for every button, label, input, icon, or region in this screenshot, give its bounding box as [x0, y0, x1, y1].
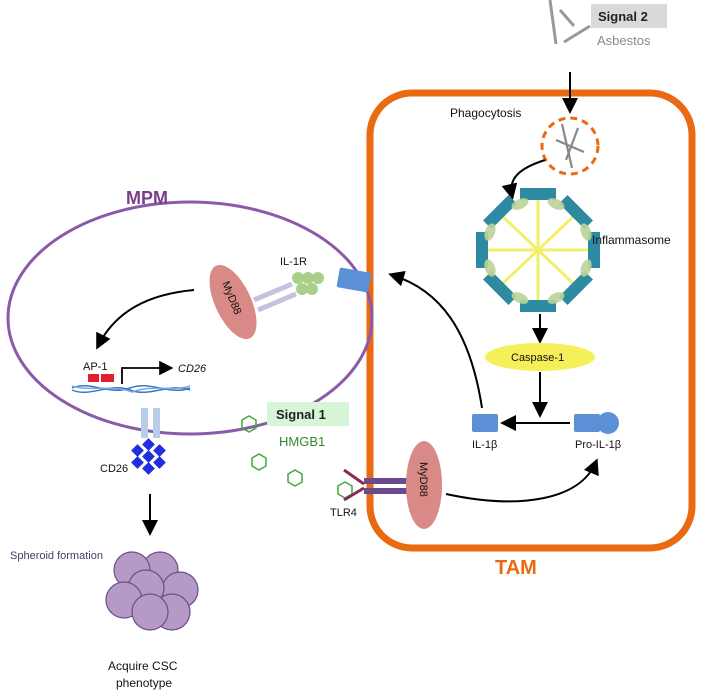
cd26-gene-label: CD26 — [178, 363, 207, 375]
mpm-title: MPM — [126, 188, 168, 208]
internalized-fibers-icon — [555, 123, 585, 169]
caspase1-oval — [485, 343, 595, 371]
signal2-title: Signal 2 — [598, 9, 648, 24]
asbestos-fibers-icon — [548, 0, 591, 45]
il1r-receptor-icon — [253, 272, 324, 313]
cd26-receptor-icon — [131, 408, 166, 475]
pro-il1b-block — [574, 414, 600, 432]
dna-helix-icon — [71, 384, 191, 394]
phagosome-to-inflammasome-arrow — [501, 159, 546, 200]
myd88-to-nucleus-arrow — [96, 289, 195, 350]
tlr4-receptor-icon — [343, 468, 412, 502]
myd88-tam-label: MyD88 — [417, 462, 429, 497]
spheroid-cluster-icon — [105, 551, 199, 631]
myd88-tam-oval — [406, 441, 442, 529]
transcription-arrow — [121, 360, 174, 384]
signal1-title: Signal 1 — [276, 407, 326, 422]
hmgb1-molecules-icon — [241, 415, 353, 499]
acquire-csc-line1: Acquire CSC — [108, 659, 178, 673]
phagocytosis-label: Phagocytosis — [450, 106, 521, 120]
inflammasome-complex-icon — [476, 188, 600, 312]
signal2-subtitle: Asbestos — [597, 33, 651, 48]
pro-il1b-label: Pro-IL-1β — [575, 439, 621, 451]
ap1-block-right — [101, 374, 114, 382]
signal1-subtitle: HMGB1 — [279, 434, 325, 449]
il1b-to-il1r-arrow — [388, 270, 483, 409]
il1b-label: IL-1β — [472, 439, 497, 451]
signal1-box — [267, 402, 349, 426]
signal2-box — [591, 4, 667, 28]
pro-il1b-domain — [597, 412, 619, 434]
cd26-receptor-label: CD26 — [100, 463, 128, 475]
mpm-cell-membrane — [6, 200, 374, 436]
ap1-block-left — [88, 374, 99, 382]
tlr4-label: TLR4 — [330, 507, 357, 519]
acquire-csc-line2: phenotype — [116, 676, 172, 690]
ap1-label: AP-1 — [83, 361, 107, 373]
il1r-label: IL-1R — [280, 256, 307, 268]
myd88-mpm-oval — [209, 264, 257, 340]
inflammasome-label: Inflammasome — [592, 233, 671, 247]
tam-cell-membrane — [366, 89, 696, 552]
caspase1-label: Caspase-1 — [511, 352, 564, 364]
spheroid-label: Spheroid formation — [10, 550, 103, 562]
il1b-block — [472, 414, 498, 432]
tam-title: TAM — [495, 557, 537, 579]
phagosome — [540, 116, 600, 176]
secreted-il1b-block — [336, 267, 372, 293]
myd88-to-pro-il1b-arrow — [445, 458, 599, 503]
